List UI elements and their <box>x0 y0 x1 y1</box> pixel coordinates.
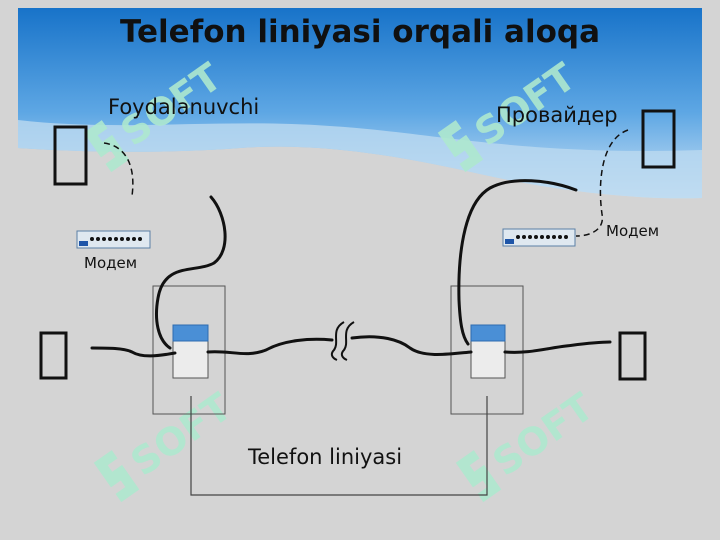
user-modem-icon <box>76 230 151 249</box>
user-phone-icon <box>39 331 68 380</box>
provider-computer-modem-link <box>575 129 629 237</box>
user-socket <box>172 324 209 379</box>
provider-modem-label: Модем <box>606 222 660 240</box>
user-modem-label: Модем <box>84 254 138 272</box>
user-wall-socket-frame <box>152 285 226 415</box>
svg-text:SOFT: SOFT <box>123 385 240 485</box>
slide-title: Telefon liniyasi orqali aloqa <box>120 14 600 50</box>
provider-computer-icon <box>641 109 676 169</box>
user-computer-modem-link <box>103 142 134 197</box>
provider-modem-icon <box>502 228 576 247</box>
phone-cables <box>90 179 612 358</box>
header-wave-highlight <box>18 120 702 199</box>
provider-phone-icon <box>618 331 647 381</box>
provider-socket <box>470 324 506 379</box>
provider-label: Провайдер <box>496 103 618 127</box>
svg-text:SOFT: SOFT <box>485 385 602 485</box>
telephone-line-label: Telefon liniyasi <box>248 445 403 469</box>
telephone-line-bracket <box>190 396 488 496</box>
line-break-symbol <box>330 321 355 361</box>
user-label: Foydalanuvchi <box>108 95 260 119</box>
user-computer-icon <box>53 125 88 186</box>
